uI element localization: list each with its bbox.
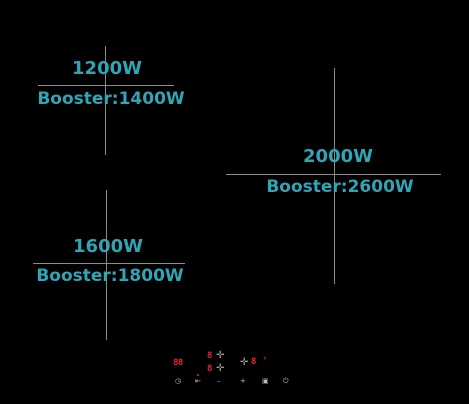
zone-crosshair-horizontal <box>226 174 441 175</box>
zone-display-bottom: 8 <box>207 364 212 374</box>
zone-crosshair-horizontal <box>33 263 185 264</box>
zone-display-top: 8 <box>207 351 212 361</box>
power-button[interactable]: ⏻ <box>283 378 289 385</box>
zone-indicator-cross-icon: ✛ <box>240 357 249 368</box>
timer-display: 88 <box>173 358 183 368</box>
zone-crosshair-vertical <box>106 190 107 340</box>
plus-icon: + <box>240 377 246 385</box>
zone-crosshair-vertical <box>105 46 106 155</box>
zone-booster-label: Booster:1400W <box>37 89 185 109</box>
zone-power-label: 1600W <box>73 236 143 257</box>
zone-booster-label: Booster:2600W <box>266 177 414 197</box>
zone-power-label: 1200W <box>72 58 142 79</box>
lock-button[interactable]: ▣ <box>262 378 269 385</box>
clock-icon: ◷ <box>175 377 182 385</box>
touch-control-panel: 88 8 8 ✛ ✛ ✛ 8 ° ◷ ⇤ – + ▣ ⏻ <box>160 350 300 394</box>
zone-crosshair-vertical <box>334 68 335 284</box>
minus-button[interactable]: – <box>217 378 221 385</box>
zone-select-button[interactable]: ⇤ <box>195 378 201 385</box>
level-display: 8 <box>251 357 256 367</box>
zone-indicator-cross-top-icon: ✛ <box>216 350 225 361</box>
minus-icon: – <box>217 377 221 385</box>
zone-crosshair-horizontal <box>38 85 174 86</box>
zone-power-label: 2000W <box>303 146 373 167</box>
degree-symbol: ° <box>263 356 267 365</box>
plus-button[interactable]: + <box>240 378 246 385</box>
lock-icon: ▣ <box>262 377 269 385</box>
zone-booster-label: Booster:1800W <box>36 266 184 286</box>
zone-select-icon: ⇤ <box>195 377 201 385</box>
power-icon: ⏻ <box>283 377 289 385</box>
timer-button[interactable]: ◷ <box>175 378 181 385</box>
indicator-light <box>197 374 199 376</box>
zone-indicator-cross-bottom-icon: ✛ <box>216 363 225 374</box>
